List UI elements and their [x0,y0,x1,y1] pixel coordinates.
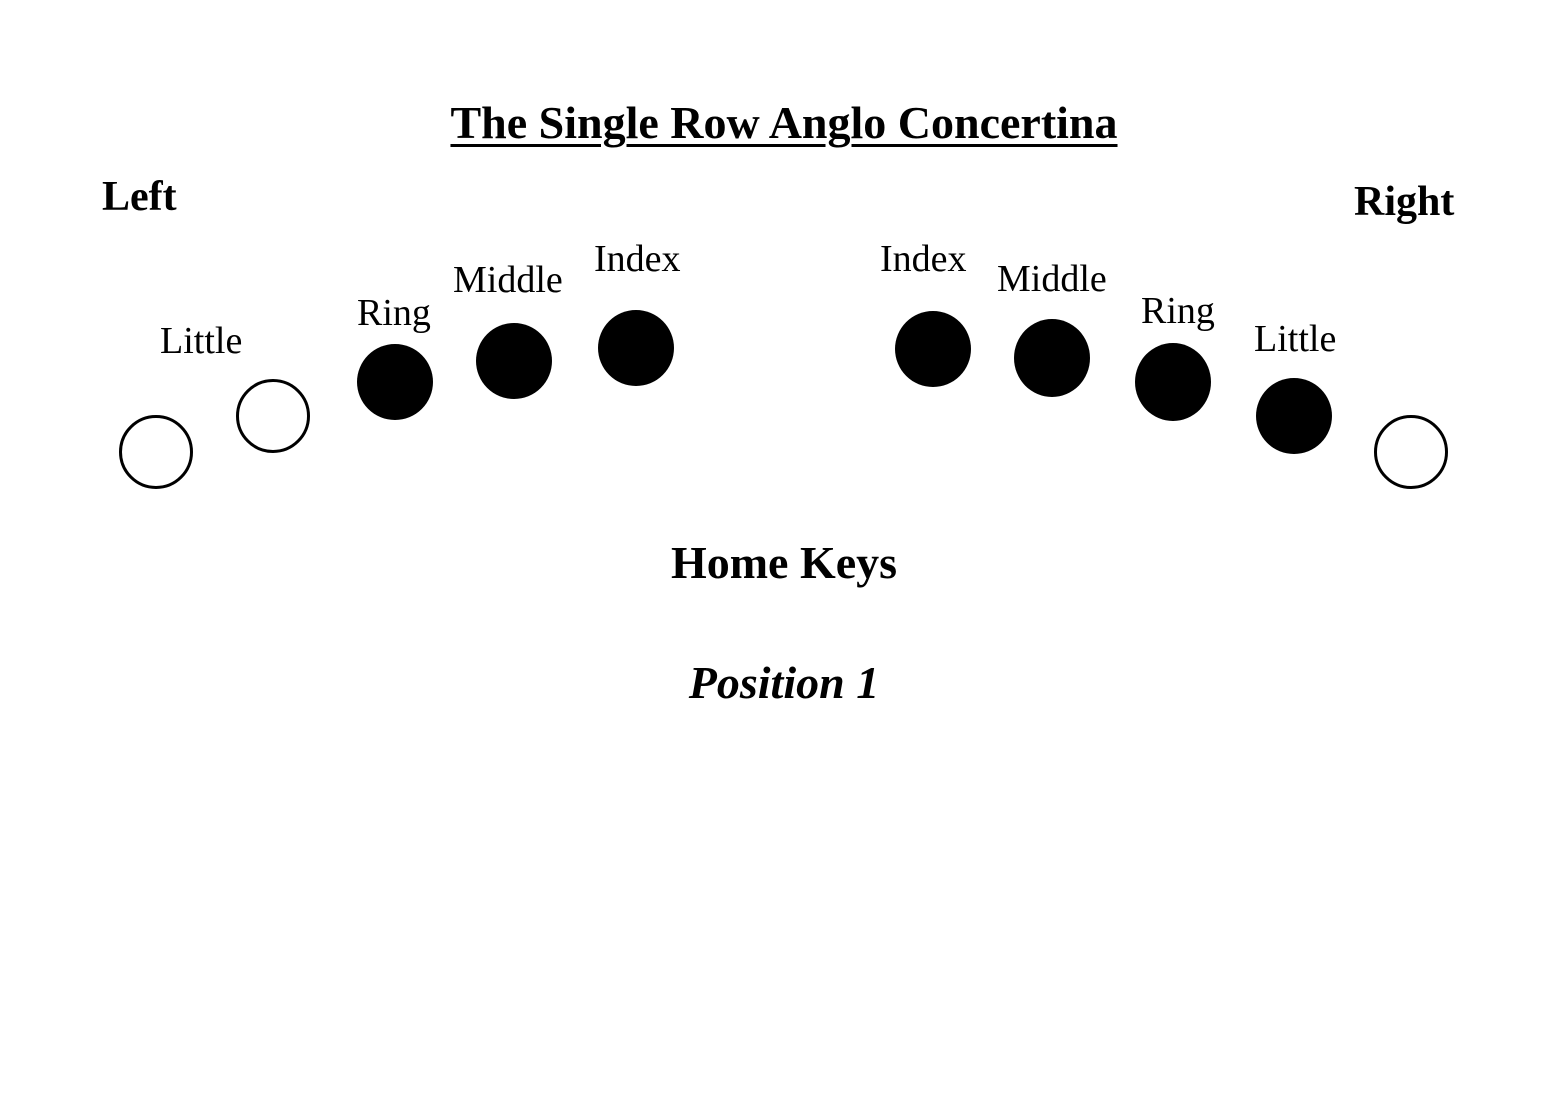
left-finger-label-index: Index [594,238,681,280]
left-finger-label-middle: Middle [453,259,563,301]
right-finger-label-ring: Ring [1141,290,1215,332]
right-side-label: Right [1354,179,1455,225]
right-finger-label-index: Index [880,238,967,280]
right-finger-label-little: Little [1254,318,1337,360]
left-finger-label-ring: Ring [357,292,431,334]
right-finger-label-middle: Middle [997,258,1107,300]
left-key-index-circle [598,310,674,386]
right-key-5-circle [1374,415,1448,489]
home-keys-heading: Home Keys [670,537,898,588]
right-key-index-circle [895,311,971,387]
left-key-middle-circle [476,323,552,399]
left-finger-label-little: Little [160,320,243,362]
diagram-title: The Single Row Anglo Concertina [0,100,1568,146]
left-side-label: Left [102,174,177,220]
right-key-little-circle [1256,378,1332,454]
position-label: Position 1 [688,657,880,708]
title-text: The Single Row Anglo Concertina [450,97,1118,148]
right-key-ring-circle [1135,343,1211,421]
left-key-1-circle [119,415,193,489]
right-key-middle-circle [1014,319,1090,397]
left-key-2-circle [236,379,310,453]
left-key-ring-circle [357,344,433,420]
